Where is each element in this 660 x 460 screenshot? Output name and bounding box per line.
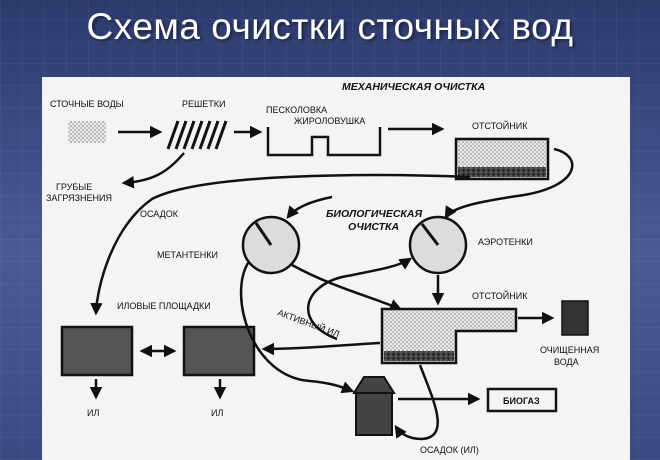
methane-tank (241, 215, 301, 275)
arrow-to-methane (286, 195, 333, 219)
arrow-methane-to-settler (291, 263, 403, 311)
coarse-label-1: ГРУБЫЕ (56, 182, 92, 192)
arrow-methane-to-digester (239, 262, 355, 394)
sediment-label: ОСАДОК (140, 209, 179, 219)
settler-bottom (380, 307, 518, 365)
arrow-settler-to-aerotank (444, 147, 574, 220)
sludge-right-label: ИЛ (211, 408, 223, 418)
grease-trap-label: ЖИРОЛОВУШКА (294, 116, 365, 126)
wastewater-diagram: МЕХАНИЧЕСКАЯ ОЧИСТКА БИОЛОГИЧЕСКАЯ ОЧИСТ… (46, 81, 599, 455)
arrow-active-sludge-return (307, 257, 413, 341)
sludge-bed-right (182, 325, 256, 377)
wastewater-box (68, 121, 106, 143)
page-title: Схема очистки сточных вод (86, 6, 574, 47)
biogas-box (486, 387, 558, 413)
clean-water-label-2: ВОДА (554, 357, 579, 367)
clean-water-label-1: ОЧИЩЕННАЯ (540, 345, 599, 355)
section-biological-label-2: ОЧИСТКА (348, 221, 399, 233)
settler-bottom-sediment (384, 351, 454, 361)
sludge-bed-left (60, 325, 134, 377)
section-biological-label-1: БИОЛОГИЧЕСКАЯ (326, 208, 422, 220)
grates-label: РЕШЕТКИ (182, 99, 225, 109)
wastewater-label: СТОЧНЫЕ ВОДЫ (50, 99, 124, 109)
coarse-label-2: ЗАГРЯЗНЕНИЯ (46, 193, 112, 203)
aerotank (408, 215, 468, 275)
sludge-beds-label: ИЛОВЫЕ ПЛОЩАДКИ (117, 301, 211, 311)
biogas-label: БИОГАЗ (503, 396, 540, 406)
grates-symbol (166, 120, 228, 150)
sludge-left-label: ИЛ (87, 408, 99, 418)
section-mechanical-label: МЕХАНИЧЕСКАЯ ОЧИСТКА (342, 81, 485, 93)
arrow-settler-to-sludge-beds (90, 173, 471, 316)
arrow-settler-to-sludge-bed (261, 341, 381, 356)
settler-top-label: ОТСТОЙНИК (472, 120, 528, 131)
diagram-panel: МЕХАНИЧЕСКАЯ ОЧИСТКА БИОЛОГИЧЕСКАЯ ОЧИСТ… (42, 77, 630, 460)
methane-tanks-label: МЕТАНТЕНКИ (157, 250, 218, 260)
settler-top-sediment (458, 167, 546, 177)
biogas-digester (352, 376, 396, 436)
aerotanks-label: АЭРОТЕНКИ (478, 237, 533, 247)
sand-trap-label: ПЕСКОЛОВКА (266, 105, 327, 115)
arrow-grates-to-coarse (121, 152, 185, 189)
settler-bottom-label: ОТСТОЙНИК (472, 290, 528, 301)
sediment-sludge-label: ОСАДОК (ИЛ) (420, 445, 479, 455)
arrow-sediment-to-digester (394, 364, 439, 441)
clean-water-box (561, 300, 589, 336)
sand-grease-trap (266, 127, 382, 157)
